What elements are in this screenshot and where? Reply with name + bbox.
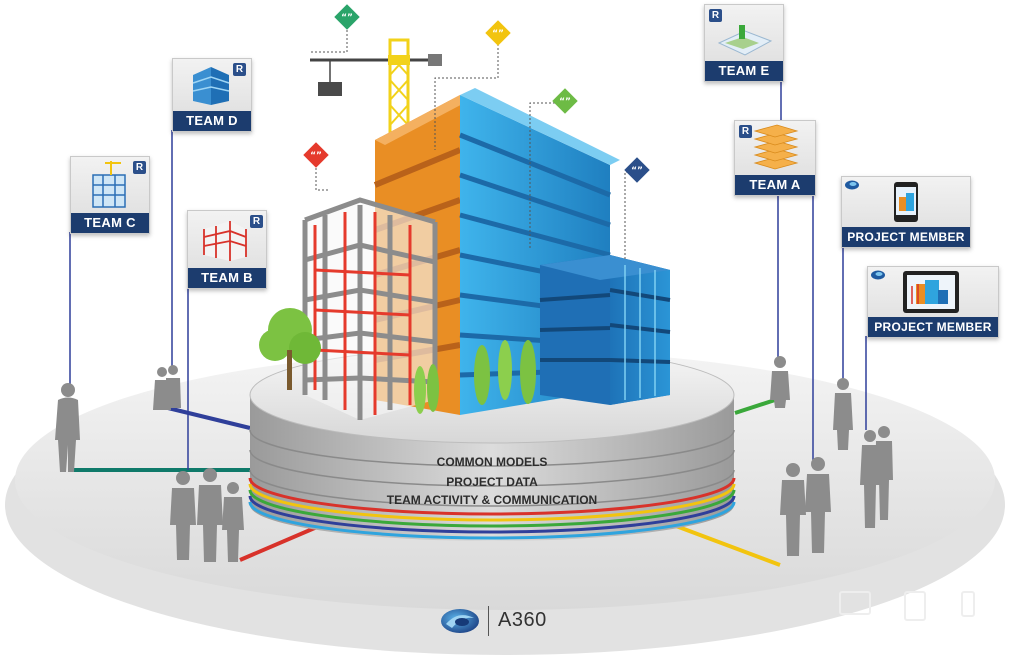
person-group-team-a	[780, 457, 831, 556]
revit-r-icon: R	[250, 215, 263, 228]
a360-branding: A360	[440, 602, 580, 638]
crane	[310, 38, 442, 142]
chat-bubble-icons: “” “” “” “” “”	[303, 4, 650, 183]
card-connectors	[69, 80, 867, 470]
revit-r-icon: R	[233, 63, 246, 76]
blue-annex	[539, 255, 671, 405]
chat-callouts	[310, 26, 636, 260]
revit-r-icon: R	[709, 9, 722, 22]
footer-separator	[488, 606, 489, 636]
person-team-d	[153, 365, 181, 410]
project-member-card-tablet[interactable]: PROJECT MEMBER	[867, 266, 999, 338]
person-member-1	[833, 378, 853, 450]
chat-bubble-icon	[552, 88, 578, 114]
svg-text:“”: “”	[631, 166, 643, 176]
device-watermarks	[839, 591, 975, 621]
building-model	[259, 38, 671, 420]
chat-bubble-icon	[485, 20, 511, 46]
team-e-card[interactable]: R TEAM E	[704, 4, 784, 82]
layer-team-activity: TEAM ACTIVITY & COMMUNICATION	[387, 493, 597, 507]
team-b-card[interactable]: R TEAM B	[187, 210, 267, 289]
chat-bubble-icon	[334, 4, 360, 30]
revit-r-icon: R	[739, 125, 752, 138]
team-d-connector	[167, 406, 251, 430]
chat-bubble-icon	[624, 157, 650, 183]
team-c-card[interactable]: R TEAM C	[70, 156, 150, 234]
trees	[259, 308, 536, 414]
tablet-device-icon	[903, 271, 959, 313]
layer-project-data: PROJECT DATA	[446, 475, 538, 489]
svg-text:“”: “”	[310, 151, 322, 161]
team-e-site-thumbnail	[717, 25, 773, 56]
a360-app-icon	[871, 270, 885, 280]
chat-bubble-icon	[303, 142, 329, 168]
team-c-label: TEAM C	[71, 213, 149, 233]
team-b-frame-thumbnail	[203, 221, 247, 261]
team-a-card[interactable]: R TEAM A	[734, 120, 816, 196]
team-d-label: TEAM D	[173, 111, 251, 131]
team-a-floors-thumbnail	[753, 124, 799, 170]
team-e-label: TEAM E	[705, 61, 783, 81]
person-group-team-b	[170, 468, 244, 562]
team-c-structure-thumbnail	[92, 161, 126, 208]
team-b-label: TEAM B	[188, 268, 266, 288]
team-d-card[interactable]: R TEAM D	[172, 58, 252, 132]
project-member-label-1: PROJECT MEMBER	[842, 227, 970, 247]
team-a-label: TEAM A	[735, 175, 815, 195]
frame-structure	[302, 197, 438, 420]
revit-r-icon: R	[133, 161, 146, 174]
a360-brand-text: A360	[498, 609, 547, 631]
person-team-e	[770, 356, 790, 408]
person-team-c	[55, 383, 80, 472]
people-silhouettes	[55, 356, 893, 562]
team-e-connector	[734, 398, 776, 415]
layer-common-models: COMMON MODELS	[437, 455, 548, 469]
team-d-building-thumbnail	[192, 67, 230, 105]
svg-text:“”: “”	[341, 13, 353, 23]
project-member-label-2: PROJECT MEMBER	[868, 317, 998, 337]
person-member-2	[860, 426, 893, 528]
svg-text:“”: “”	[492, 29, 504, 39]
project-member-card-phone[interactable]: PROJECT MEMBER	[841, 176, 971, 248]
a360-logo-icon	[441, 609, 479, 633]
phone-device-icon	[894, 182, 918, 222]
svg-text:“”: “”	[559, 97, 571, 107]
a360-app-icon	[845, 180, 859, 190]
